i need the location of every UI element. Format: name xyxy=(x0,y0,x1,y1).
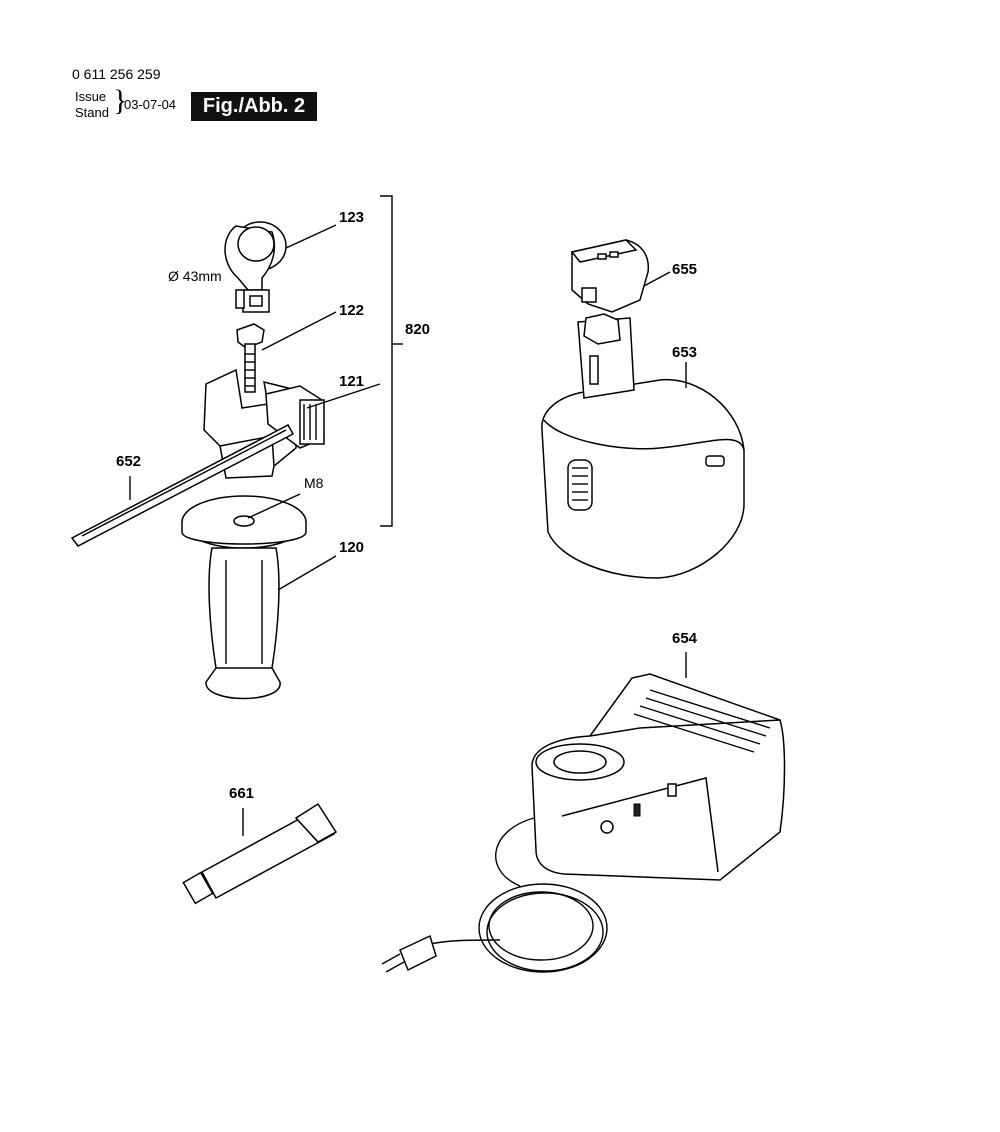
callout-122: 122 xyxy=(339,302,364,319)
callout-654: 654 xyxy=(672,630,698,647)
battery-charger-654: 654 xyxy=(381,630,786,973)
battery-pack-653: 653 xyxy=(541,313,745,579)
issue-label: Issue Stand xyxy=(75,89,109,121)
callout-820: 820 xyxy=(405,321,430,338)
issue-label-en: Issue xyxy=(75,89,107,104)
bolt-122: 122 xyxy=(236,302,364,393)
callout-123: 123 xyxy=(339,209,364,226)
diameter-annotation: Ø 43mm xyxy=(168,268,222,284)
thread-annotation: M8 xyxy=(304,475,324,491)
callout-120: 120 xyxy=(339,539,364,556)
issue-date: 03-07-04 xyxy=(124,97,177,112)
auxiliary-handle-120: M8 120 xyxy=(181,475,364,700)
callout-653: 653 xyxy=(672,344,697,361)
part-number: 0 611 256 259 xyxy=(72,66,161,82)
issue-label-de: Stand xyxy=(75,105,109,120)
document-header: 0 611 256 259 Issue Stand } 03-07-04 Fig… xyxy=(0,0,1000,140)
handle-holder-121: 121 xyxy=(203,368,381,479)
assembly-bracket-820: 820 xyxy=(380,195,430,527)
callout-652: 652 xyxy=(116,453,141,470)
grease-tube-661: 661 xyxy=(182,785,338,905)
figure-label: Fig./Abb. 2 xyxy=(191,92,317,121)
clamp-ring-123: 123 Ø 43mm xyxy=(168,209,364,313)
callout-121: 121 xyxy=(339,373,364,390)
depth-rod-652: 652 xyxy=(70,423,295,547)
callout-661: 661 xyxy=(229,785,254,802)
battery-cap-655: 655 xyxy=(570,239,697,313)
brace-symbol: } xyxy=(113,84,128,117)
callout-655: 655 xyxy=(672,261,697,278)
